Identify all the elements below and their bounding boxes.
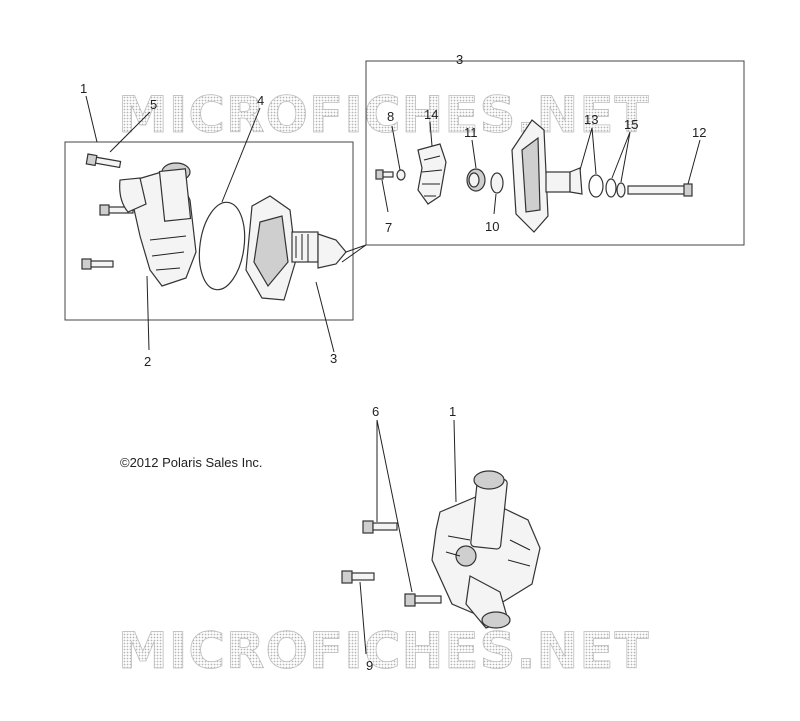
callout-5: 5 (150, 97, 157, 112)
callout-11: 11 (464, 125, 478, 140)
ring-icon (616, 182, 626, 198)
bolt-icon (85, 153, 122, 169)
bolt-icon (341, 570, 375, 584)
pump-housing-icon (119, 162, 197, 287)
callout-13: 13 (584, 112, 598, 127)
leader-line (493, 193, 497, 215)
leader-line (315, 281, 335, 353)
leader-line (376, 419, 413, 593)
callout-2: 2 (144, 354, 151, 369)
seal-icon (466, 168, 486, 192)
leader-line (85, 95, 98, 143)
callout-1-top: 1 (80, 81, 87, 96)
leader-line (611, 131, 631, 183)
bolt-icon (81, 258, 114, 270)
copyright-text: ©2012 Polaris Sales Inc. (120, 455, 263, 470)
o-ring-icon (588, 174, 604, 198)
callout-7: 7 (385, 220, 392, 235)
o-ring-icon (605, 178, 617, 198)
leader-line (391, 125, 401, 171)
washer-icon (490, 172, 504, 194)
watermark-top: MICROFICHES.NET (118, 86, 650, 144)
washer-icon (396, 169, 406, 181)
leader-line (471, 139, 477, 169)
leader-line (381, 179, 389, 213)
callout-9: 9 (366, 658, 373, 673)
pump-shaft-housing-icon (511, 119, 583, 233)
o-ring-icon (198, 201, 246, 291)
leader-line (453, 419, 457, 503)
watermark-bottom: MICROFICHES.NET (118, 622, 650, 680)
callout-15: 15 (624, 117, 638, 132)
bolt-icon (362, 520, 398, 534)
bolt-icon (404, 593, 442, 607)
callout-10: 10 (485, 219, 499, 234)
callout-1-bottom: 1 (449, 404, 456, 419)
leader-line (429, 121, 433, 147)
callout-4: 4 (257, 93, 264, 108)
callout-6: 6 (372, 404, 379, 419)
leader-line (579, 127, 597, 175)
leader-line (687, 139, 701, 185)
leader-line (359, 581, 367, 655)
impeller-icon (417, 143, 447, 205)
water-pump-assembly-icon (431, 470, 541, 629)
callout-3-right: 3 (330, 351, 337, 366)
leader-line (146, 275, 150, 351)
assembly-frame-right (365, 60, 745, 246)
water-pump-cover-icon (245, 195, 347, 301)
shaft-icon (627, 183, 693, 197)
leader-line (221, 107, 261, 203)
callout-8: 8 (387, 109, 394, 124)
assembly-frame-left (64, 141, 354, 321)
callout-14: 14 (424, 107, 438, 122)
bolt-icon (375, 169, 394, 180)
leader-line (341, 244, 367, 263)
callout-3-top: 3 (456, 52, 463, 67)
leader-line (109, 111, 151, 153)
callout-12: 12 (692, 125, 706, 140)
